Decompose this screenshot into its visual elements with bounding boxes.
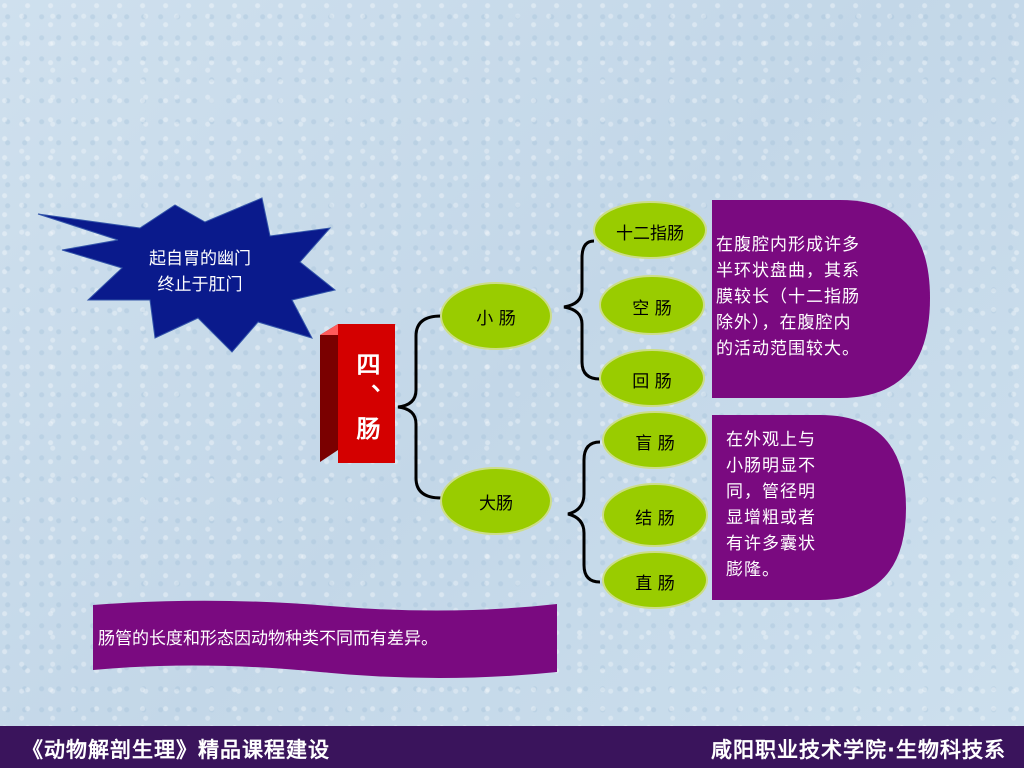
- main-brace: [397, 314, 442, 500]
- intestine-title-block: [320, 324, 396, 463]
- starburst-line-2: 终止于肛门: [157, 275, 243, 295]
- jejunum-label: 空 肠: [632, 299, 672, 319]
- large-note-line: 显增粗或者: [726, 508, 816, 528]
- jejunum-ellipse: [599, 275, 705, 335]
- large-note-line: 有许多囊状: [726, 534, 816, 554]
- footer-bar: 《动物解剖生理》精品课程建设 咸阳职业技术学院·生物科技系: [0, 726, 1024, 768]
- small-note-line: 膜较长（十二指肠: [716, 287, 860, 307]
- small-intestine-note-shape: [712, 200, 930, 398]
- small-intestine-label: 小 肠: [476, 309, 516, 329]
- large-note-line: 同，管径明: [726, 482, 816, 502]
- small-note-line: 的活动范围较大。: [716, 339, 860, 359]
- footer-course-title: 《动物解剖生理》精品课程建设: [22, 738, 330, 762]
- starburst-line-1: 起自胃的幽门: [149, 249, 251, 269]
- small-note-line: 除外），在腹腔内: [716, 313, 852, 333]
- large-note-line: 在外观上与: [726, 430, 816, 450]
- ileum-label: 回 肠: [632, 372, 672, 392]
- main-title: 四、肠: [352, 352, 381, 448]
- cecum-ellipse: [602, 411, 708, 469]
- small-intestine-brace: [563, 239, 601, 381]
- colon-ellipse: [602, 483, 708, 547]
- large-intestine-brace: [567, 440, 601, 584]
- small-intestine-ellipse: [440, 282, 552, 350]
- large-note-line: 膨隆。: [726, 560, 780, 580]
- cecum-label: 盲 肠: [635, 434, 675, 454]
- banner-shape: [93, 600, 557, 678]
- starburst-shape: [37, 197, 337, 353]
- duodenum-ellipse: [593, 201, 707, 259]
- footer-institution: 咸阳职业技术学院·生物科技系: [711, 738, 1006, 762]
- large-intestine-label: 大肠: [479, 494, 513, 514]
- rectum-ellipse: [602, 551, 708, 609]
- starburst-text: 起自胃的幽门 终止于肛门: [120, 246, 280, 298]
- large-intestine-note-shape: [712, 415, 906, 600]
- large-note-line: 小肠明显不: [726, 456, 816, 476]
- colon-label: 结 肠: [635, 509, 675, 529]
- small-note-line: 半环状盘曲，其系: [716, 261, 860, 281]
- large-intestine-note: 在外观上与 小肠明显不 同，管径明 显增粗或者 有许多囊状 膨隆。: [726, 427, 876, 583]
- rectum-label: 直 肠: [635, 574, 675, 594]
- small-note-line: 在腹腔内形成许多: [716, 235, 860, 255]
- large-intestine-ellipse: [440, 467, 552, 535]
- ileum-ellipse: [599, 349, 705, 407]
- small-intestine-note: 在腹腔内形成许多 半环状盘曲，其系 膜较长（十二指肠 除外），在腹腔内 的活动范…: [716, 232, 916, 362]
- duodenum-label: 十二指肠: [616, 224, 684, 244]
- banner-text: 肠管的长度和形态因动物种类不同而有差异。: [98, 629, 438, 649]
